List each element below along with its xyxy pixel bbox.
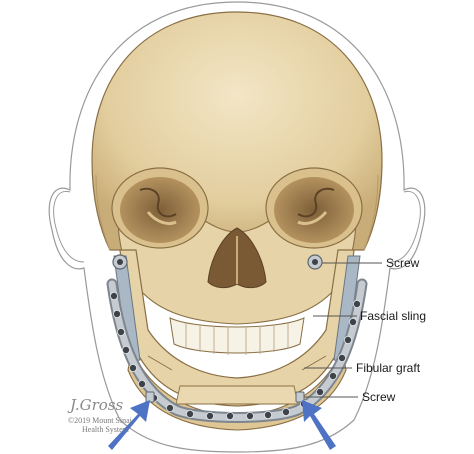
bottom-screw-left: [145, 391, 155, 403]
screw-icon: [110, 291, 119, 300]
artist-signature: J.Gross: [70, 396, 124, 414]
right-orbit: [265, 167, 363, 249]
arrow-up-icon: [108, 400, 150, 450]
plate-screws: [110, 291, 361, 420]
left-orbit: [111, 167, 209, 249]
copyright-credit: ©2019 Mount Sinai Health System: [68, 416, 132, 434]
screw-icon: [263, 410, 272, 419]
credit-line-2: Health System: [82, 425, 129, 434]
credit-line-1: ©2019 Mount Sinai: [68, 416, 132, 425]
label-screw-bottom: Screw: [362, 390, 396, 404]
screw-icon: [337, 353, 346, 362]
label-screw-top: Screw: [386, 256, 420, 270]
label-fibular-graft: Fibular graft: [356, 361, 421, 375]
top-screw-right: [307, 254, 323, 270]
screw-icon: [122, 345, 131, 354]
upper-teeth: [169, 317, 305, 355]
screw-icon: [113, 309, 122, 318]
screw-icon: [348, 317, 357, 326]
screw-icon: [225, 411, 234, 420]
screw-icon: [137, 379, 146, 388]
screw-icon: [315, 387, 324, 396]
screw-icon: [165, 403, 174, 412]
screw-icon: [281, 407, 290, 416]
top-screw-left: [112, 254, 128, 270]
screw-icon: [245, 411, 254, 420]
screw-icon: [343, 335, 352, 344]
arrow-up-icon: [302, 400, 336, 450]
screw-icon: [185, 409, 194, 418]
screw-icon: [328, 371, 337, 380]
screw-icon: [117, 327, 126, 336]
leader-lines: [304, 262, 382, 398]
screw-icon: [128, 363, 137, 372]
screw-icon: [352, 299, 361, 308]
screw-icon: [205, 411, 214, 420]
label-fascial-sling: Fascial sling: [360, 309, 427, 323]
nasal-aperture: [207, 227, 267, 289]
